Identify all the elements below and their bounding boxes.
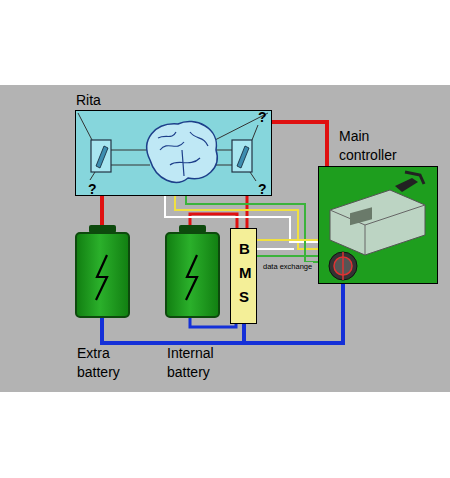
bms-box: BMS bbox=[230, 228, 257, 324]
signal-wire bbox=[257, 248, 294, 250]
question-mark: ? bbox=[258, 181, 267, 197]
wire bbox=[257, 256, 318, 257]
controller-picture bbox=[329, 172, 425, 280]
battery: Extra battery bbox=[75, 232, 130, 318]
battery-cap bbox=[89, 225, 116, 233]
signal-wire bbox=[257, 239, 318, 241]
wire bbox=[272, 122, 327, 166]
box-text: BMS bbox=[239, 229, 248, 309]
wire-label: data exchange bbox=[262, 262, 313, 271]
battery: Internal battery bbox=[165, 232, 220, 318]
brain-picture bbox=[147, 122, 217, 183]
signal-wire bbox=[165, 196, 318, 242]
question-mark: ? bbox=[88, 181, 97, 197]
wire bbox=[102, 284, 343, 343]
question-mark: ? bbox=[258, 109, 267, 125]
lightning-bolt bbox=[186, 255, 197, 300]
box-heading: Rita bbox=[76, 91, 196, 110]
lightning-bolt bbox=[96, 255, 107, 300]
box-heading: Internal battery bbox=[167, 344, 231, 382]
wire bbox=[247, 196, 248, 228]
battery-cap bbox=[179, 225, 206, 233]
box-heading: Extra battery bbox=[77, 344, 139, 382]
box-heading: Main controller bbox=[339, 127, 421, 165]
wire bbox=[244, 284, 343, 343]
